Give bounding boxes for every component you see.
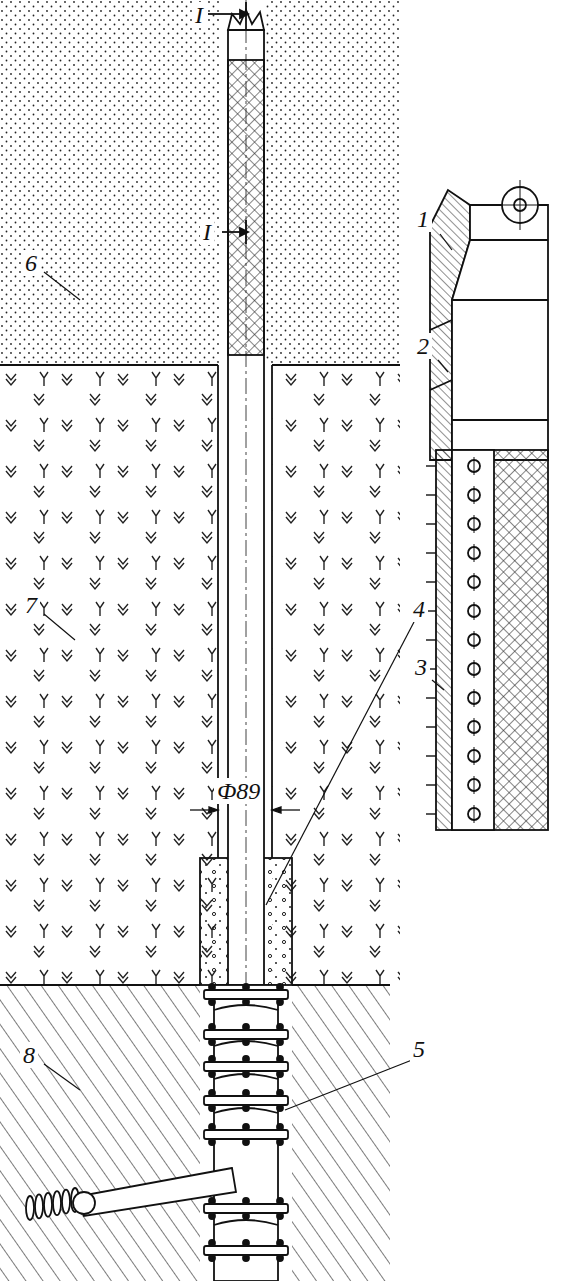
flange <box>204 1246 288 1255</box>
flange <box>204 1096 288 1105</box>
callout-number: 7 <box>22 592 40 618</box>
coil-turn <box>44 1193 52 1217</box>
filter <box>228 60 264 355</box>
coupling <box>73 1192 95 1214</box>
flange <box>204 1030 288 1039</box>
callout-number: 3 <box>412 654 430 680</box>
flange <box>204 990 288 999</box>
callout-number: 8 <box>20 1042 38 1068</box>
sand-layer <box>0 0 400 365</box>
clay-layer <box>0 365 400 985</box>
rock-layer <box>0 985 390 1281</box>
callout-number: 4 <box>410 596 428 622</box>
filter-section-detail <box>426 180 548 830</box>
leader-lines <box>44 234 452 1110</box>
callout-number: 2 <box>414 333 432 359</box>
callout-number: 5 <box>410 1036 428 1062</box>
coil-turn <box>53 1191 61 1215</box>
coil-turn <box>26 1196 34 1220</box>
side-pipe <box>26 1168 236 1220</box>
callout-number: 1 <box>414 206 432 232</box>
section-mark: I <box>200 219 214 245</box>
coil-turn <box>35 1194 43 1218</box>
callout-number: 6 <box>22 250 40 276</box>
coil-turn <box>62 1190 70 1214</box>
flange <box>204 1130 288 1139</box>
flange <box>204 1204 288 1213</box>
pump-assembly <box>204 984 288 1281</box>
dimension-label: Ф89 <box>214 778 263 804</box>
flange <box>204 1062 288 1071</box>
section-mark: I <box>192 2 206 28</box>
